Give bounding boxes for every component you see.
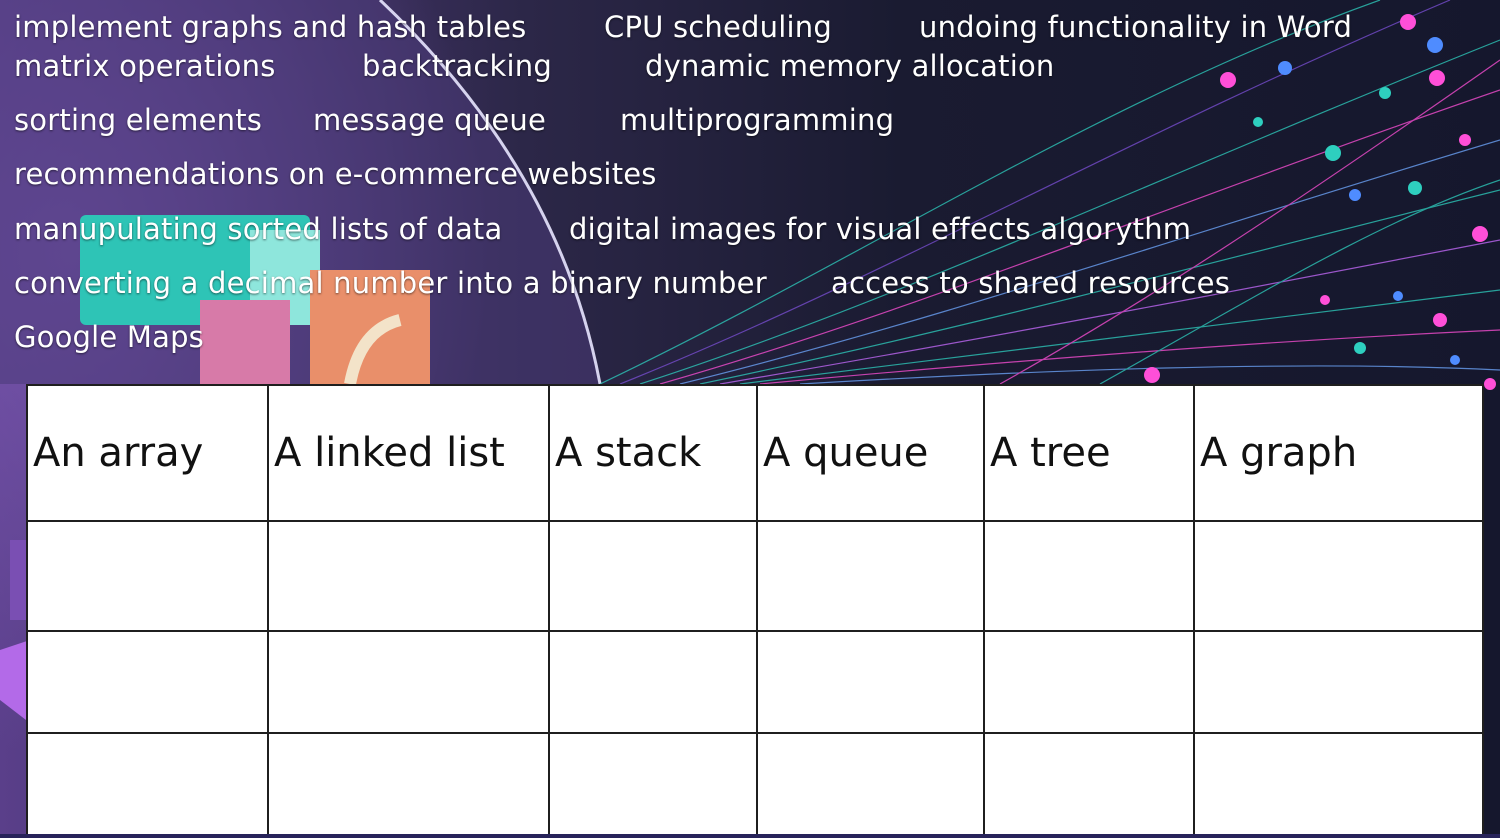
header-tree: A tree (983, 384, 1195, 522)
drop-cell[interactable] (983, 630, 1195, 734)
table-row (26, 630, 1484, 734)
table-row (26, 732, 1484, 836)
drop-cell[interactable] (1193, 520, 1484, 632)
sorting-table: An array A linked list A stack A queue A… (26, 384, 1484, 836)
term-card[interactable]: recommendations on e-commerce websites (14, 157, 657, 191)
term-card[interactable]: implement graphs and hash tables (14, 10, 527, 44)
term-card[interactable]: undoing functionality in Word (919, 10, 1353, 44)
drop-cell[interactable] (26, 732, 269, 836)
drop-cell[interactable] (1193, 630, 1484, 734)
drop-cell[interactable] (267, 630, 550, 734)
drop-cell[interactable] (756, 732, 985, 836)
term-card[interactable]: dynamic memory allocation (645, 49, 1055, 83)
term-card[interactable]: access to shared resources (831, 266, 1231, 300)
term-card[interactable]: message queue (313, 103, 546, 137)
purple-shape (0, 640, 30, 720)
term-card[interactable]: backtracking (362, 49, 552, 83)
light-strands (599, 0, 1500, 385)
drop-cell[interactable] (548, 520, 758, 632)
term-card[interactable]: sorting elements (14, 103, 263, 137)
term-card[interactable]: converting a decimal number into a binar… (14, 266, 767, 300)
term-card[interactable]: CPU scheduling (604, 10, 832, 44)
drop-cell[interactable] (756, 520, 985, 632)
term-card[interactable]: multiprogramming (620, 103, 895, 137)
purple-box (10, 540, 30, 620)
drop-cell[interactable] (1193, 732, 1484, 836)
pink-bag (200, 300, 290, 384)
term-card[interactable]: matrix operations (14, 49, 276, 83)
table-row (26, 520, 1484, 632)
drop-cell[interactable] (548, 630, 758, 734)
bottom-edge-bar (0, 834, 1500, 838)
header-graph: A graph (1193, 384, 1484, 522)
header-stack: A stack (548, 384, 758, 522)
drop-cell[interactable] (548, 732, 758, 836)
drop-cell[interactable] (267, 732, 550, 836)
drop-cell[interactable] (267, 520, 550, 632)
drop-cell[interactable] (26, 630, 269, 734)
drop-cell[interactable] (26, 520, 269, 632)
term-card[interactable]: manupulating sorted lists of data (14, 212, 503, 246)
drop-cell[interactable] (983, 520, 1195, 632)
orange-box (310, 270, 430, 384)
drop-cell[interactable] (756, 630, 985, 734)
header-linked-list: A linked list (267, 384, 550, 522)
glow-dots (1144, 14, 1496, 390)
bag-handle (344, 314, 402, 386)
table-header-row: An array A linked list A stack A queue A… (26, 384, 1484, 522)
drop-cell[interactable] (983, 732, 1195, 836)
header-queue: A queue (756, 384, 985, 522)
header-array: An array (26, 384, 269, 522)
term-card[interactable]: digital images for visual effects algory… (569, 212, 1192, 246)
term-card[interactable]: Google Maps (14, 320, 204, 354)
arc-edge (378, 0, 602, 385)
